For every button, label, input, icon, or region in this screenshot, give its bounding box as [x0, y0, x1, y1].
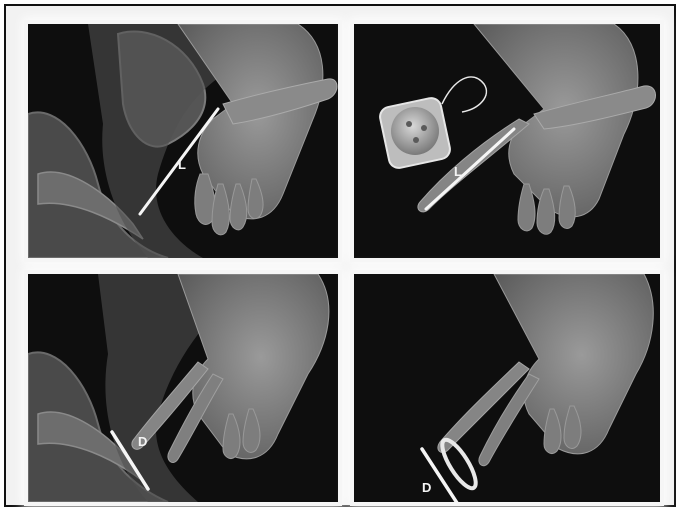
- panel-bottom-right: D: [354, 274, 660, 502]
- panel-bottom-left: D: [28, 274, 338, 502]
- figure-frame: L: [4, 4, 676, 507]
- panel-top-right: L: [354, 24, 660, 258]
- panel-bottom-left-label: D: [138, 434, 147, 449]
- panel-bottom-left-illustration: D: [28, 274, 338, 502]
- panel-bottom-right-illustration: D: [354, 274, 660, 502]
- panel-top-right-illustration: L: [354, 24, 660, 258]
- panel-bottom-right-label: D: [422, 480, 431, 495]
- panel-top-left-label: L: [178, 157, 186, 172]
- panel-top-left-illustration: L: [28, 24, 338, 258]
- panel-top-left: L: [28, 24, 338, 258]
- panel-top-right-label: L: [454, 164, 462, 179]
